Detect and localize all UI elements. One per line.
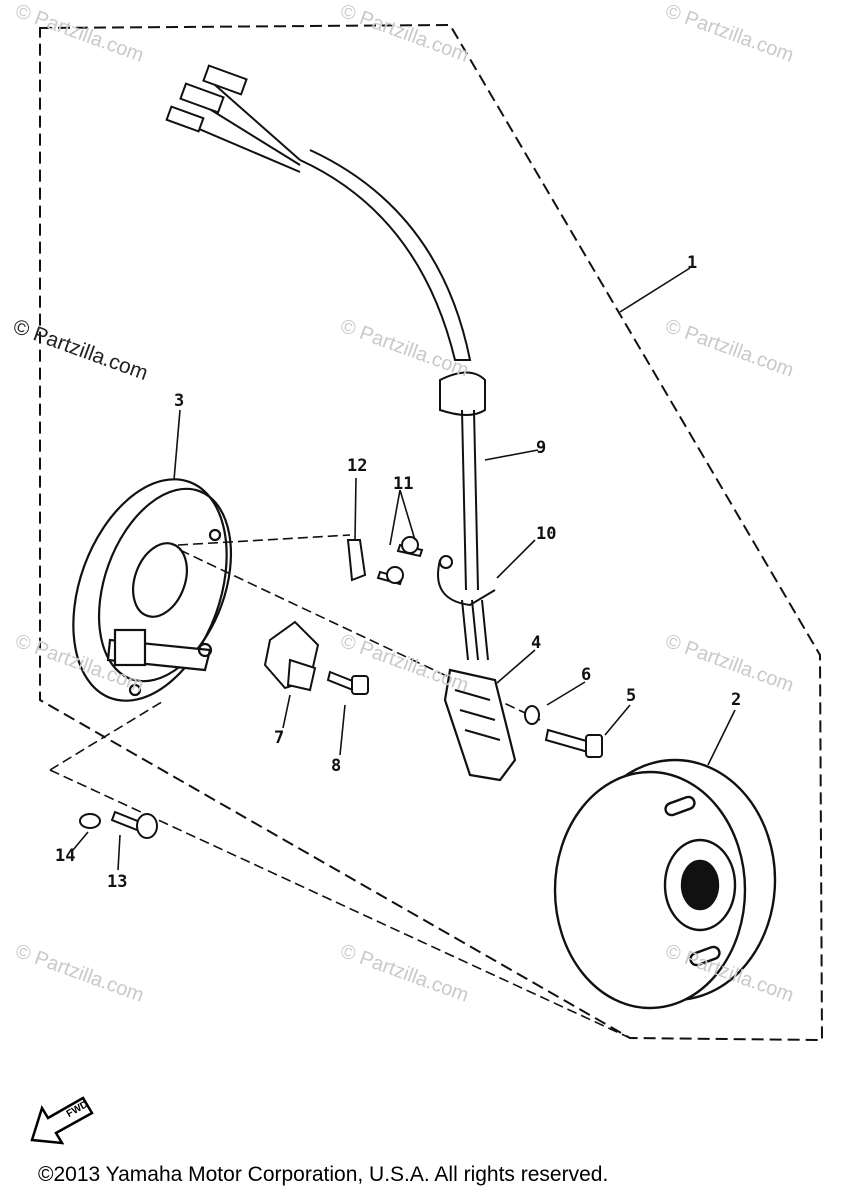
screw-8 [326,670,369,695]
copyright-notice: ©2013 Yamaha Motor Corporation, U.S.A. A… [38,1163,609,1186]
washer-14 [79,813,101,829]
washer-6 [524,705,540,725]
callout-4[interactable]: 4 [531,633,542,653]
callout-5[interactable]: 5 [626,686,637,706]
callout-1[interactable]: 1 [687,253,698,273]
assembly-boundary [39,23,824,1042]
callout-2[interactable]: 2 [731,690,742,710]
callout-6[interactable]: 6 [581,665,592,685]
callout-10[interactable]: 10 [536,524,557,544]
callout-3[interactable]: 3 [174,391,185,411]
pickup-coil [263,620,320,692]
forward-arrow-icon [30,1096,94,1145]
guide-line-upper [177,534,541,721]
callout-7[interactable]: 7 [274,728,285,748]
stator-plate [72,478,233,702]
wire-harness [165,64,496,661]
screw-13 [110,810,158,839]
leader-lines [72,267,736,871]
callout-9[interactable]: 9 [536,438,547,458]
callout-12[interactable]: 12 [347,456,368,476]
callout-14[interactable]: 14 [55,846,76,866]
clamp-12 [346,539,367,582]
callout-8[interactable]: 8 [331,756,342,776]
flywheel-rotor [553,758,777,1010]
cdi-unit [443,668,517,782]
callout-11[interactable]: 11 [393,474,414,494]
callout-13[interactable]: 13 [107,872,128,892]
bolt-5 [544,728,603,758]
screws-11 [376,536,424,586]
